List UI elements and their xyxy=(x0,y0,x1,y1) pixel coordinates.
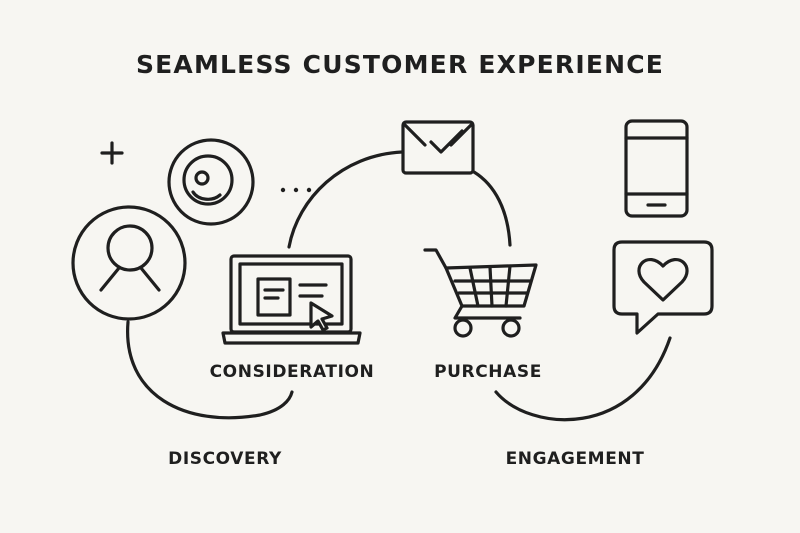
envelope-check-icon xyxy=(401,120,475,175)
shopping-cart-icon xyxy=(423,248,538,338)
laptop-icon xyxy=(221,254,362,345)
stage-label-purchase: PURCHASE xyxy=(434,362,542,382)
heart-chat-icon xyxy=(612,240,714,335)
cursor-icon xyxy=(309,301,334,332)
dotted-trail xyxy=(280,187,312,193)
magnifier-icon xyxy=(71,205,187,321)
diagram-title: SEAMLESS CUSTOMER EXPERIENCE xyxy=(135,50,665,79)
plus-icon xyxy=(100,141,124,165)
flow-path-engagement xyxy=(494,336,672,422)
stage-label-discovery: DISCOVERY xyxy=(168,449,282,469)
user-circle-icon xyxy=(167,138,255,226)
smartphone-icon xyxy=(624,119,689,218)
laptop-screen-window xyxy=(256,277,328,317)
flow-path-purchase xyxy=(472,170,512,247)
stage-label-consideration: CONSIDERATION xyxy=(209,362,375,382)
stage-label-engagement: ENGAGEMENT xyxy=(505,449,645,469)
journey-flow-paths xyxy=(126,150,672,422)
flow-path-consideration xyxy=(287,150,404,249)
flow-path-discovery xyxy=(126,320,294,420)
